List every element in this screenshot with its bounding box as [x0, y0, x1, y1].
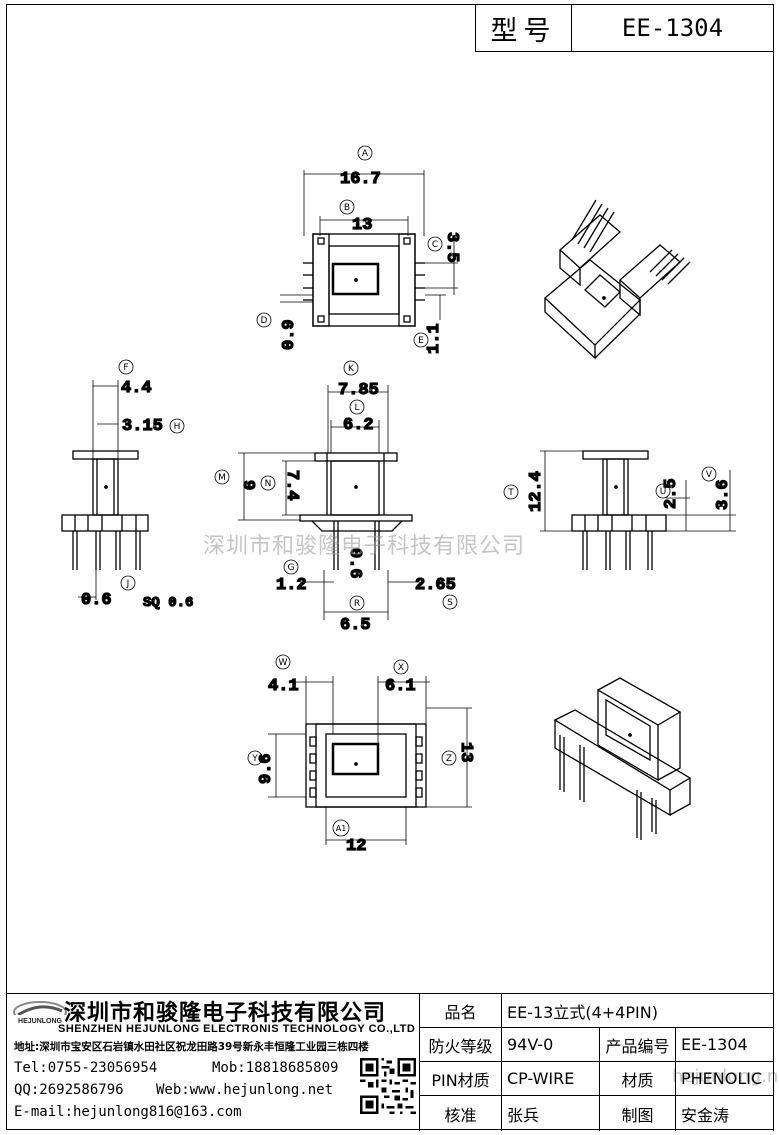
top-view: [280, 170, 458, 327]
approved-label: 核准: [420, 1096, 502, 1131]
dim-x-value: 6.1: [385, 677, 416, 696]
company-name-cn: 深圳市和骏隆电子科技有限公司: [64, 1001, 387, 1026]
fire-rating-label: 防火等级: [420, 1028, 502, 1062]
dim-k-value: 7.85: [338, 381, 379, 400]
dim-e-value: 1.1: [425, 323, 444, 354]
qr-code: [360, 1058, 416, 1114]
product-name-label: 品名: [420, 994, 502, 1028]
dim-p-value: 0.6: [345, 548, 364, 579]
spec-table: 品名 EE-13立式(4+4PIN) 防火等级 94V-0 产品编号 EE-13…: [420, 994, 774, 1131]
isometric-view-bottom: [553, 677, 692, 840]
dim-j-note: SQ 0.6: [143, 595, 193, 611]
fire-rating-value: 94V-0: [502, 1028, 600, 1062]
label-a: A: [362, 149, 369, 159]
label-f: F: [123, 363, 128, 373]
product-code-label: 产品编号: [600, 1028, 676, 1062]
label-e: E: [418, 336, 424, 346]
dim-c-value: 3.5: [442, 232, 461, 263]
right-side-view: [540, 450, 736, 570]
label-b: B: [344, 203, 350, 213]
dim-g-value: 1.2: [276, 576, 307, 595]
front-view: [238, 385, 420, 620]
pin-material-value: CP-WIRE: [502, 1062, 600, 1096]
label-c: C: [432, 240, 438, 250]
dim-h-value: 3.15: [122, 417, 163, 436]
label-n: N: [265, 479, 272, 489]
dim-j-value: 0.6: [81, 591, 112, 610]
label-r: R: [354, 599, 360, 609]
dim-a-value: 16.7: [340, 170, 381, 189]
dim-a1-value: 12: [346, 837, 366, 856]
model-label: 型号: [476, 5, 572, 51]
dim-w-value: 4.1: [268, 677, 299, 696]
pin-material-label: PIN材质: [420, 1062, 502, 1096]
label-g: G: [288, 563, 295, 573]
label-x: X: [398, 663, 404, 673]
label-j: J: [126, 579, 130, 589]
label-v: V: [706, 470, 713, 480]
drafter-label: 制图: [600, 1096, 676, 1131]
drawing-frame: [6, 4, 774, 1130]
drafter-value: 安金涛: [676, 1096, 774, 1131]
dim-b-value: 13: [352, 216, 372, 235]
left-side-view: [61, 380, 149, 600]
label-u: U: [660, 487, 667, 497]
label-l: L: [354, 403, 359, 413]
label-m: M: [218, 473, 226, 483]
email[interactable]: E-mail:hejunlong816@163.com: [14, 1104, 242, 1120]
qq: QQ:2692586796: [14, 1082, 124, 1098]
label-y: Y: [251, 754, 258, 764]
dim-f-value: 4.4: [121, 379, 152, 398]
label-w: W: [279, 658, 288, 668]
dim-u-value: 2.5: [662, 478, 681, 509]
tel: Tel:0755-23056954: [14, 1060, 158, 1076]
material-value: PHENOLIC: [676, 1062, 774, 1096]
dim-r-value: 6.5: [340, 616, 371, 635]
company-info: HEJUNLONG 深圳市和骏隆电子科技有限公司 SHENZHEN HEJUNL…: [6, 994, 420, 1131]
mobile: Mob:18818685809: [212, 1060, 339, 1076]
label-s: S: [447, 598, 453, 608]
dim-t-value: 12.4: [527, 471, 546, 512]
logo-text: HEJUNLONG: [18, 1018, 63, 1025]
product-code-value: EE-1304: [676, 1028, 774, 1062]
dim-v-value: 3.6: [714, 479, 733, 510]
dim-y-value: 9.6: [257, 753, 276, 784]
watermark-text: 深圳市和骏隆电子科技有限公司: [203, 534, 526, 559]
dim-l-value: 6.2: [343, 416, 374, 435]
title-block: HEJUNLONG 深圳市和骏隆电子科技有限公司 SHENZHEN HEJUNL…: [6, 993, 774, 1131]
dim-s-value: 2.65: [415, 576, 456, 595]
model-value: EE-1304: [621, 14, 724, 42]
label-z: Z: [446, 754, 452, 764]
label-d: D: [261, 316, 268, 326]
company-address: 地址:深圳市宝安区石岩镇水田社区祝龙田路39号新永丰恒隆工业园三栋四楼: [14, 1041, 369, 1053]
model-box: 型号 EE-1304: [475, 4, 774, 52]
company-logo: HEJUNLONG: [13, 1001, 67, 1025]
label-h: H: [174, 422, 181, 432]
website[interactable]: Web:www.hejunlong.net: [156, 1082, 334, 1098]
bottom-view: [268, 676, 472, 845]
dim-m-value: 9: [238, 480, 257, 490]
company-name-en: SHENZHEN HEJUNLONG ELECTRONIS TECHNOLOGY…: [58, 1023, 416, 1035]
watermark-url: hejunlong.net: [672, 1066, 779, 1087]
label-a1: A1: [336, 824, 347, 833]
label-k: K: [348, 364, 355, 374]
product-name-value: EE-13立式(4+4PIN): [502, 994, 774, 1028]
isometric-view-top: [544, 199, 691, 360]
dim-z-value: 13: [456, 742, 475, 762]
label-t: T: [507, 488, 514, 498]
material-label: 材质: [600, 1062, 676, 1096]
approved-value: 张兵: [502, 1096, 600, 1131]
dim-d-value: 0.9: [280, 319, 299, 350]
dim-n-value: 7.4: [282, 470, 301, 501]
